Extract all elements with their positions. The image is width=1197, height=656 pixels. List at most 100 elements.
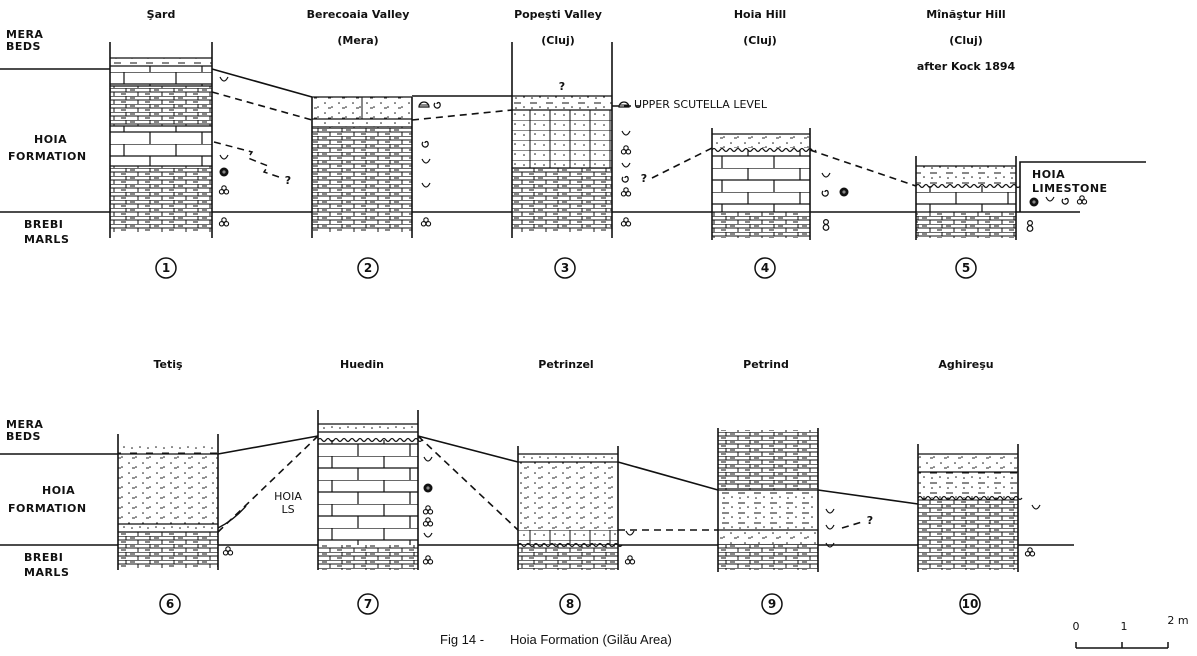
brebi-marls-label: MARLS <box>24 233 69 246</box>
foraminifera-icon <box>423 217 429 223</box>
brebi-marls-label: MARLS <box>24 566 69 579</box>
foraminifera-icon <box>225 546 231 552</box>
bivalve-icon <box>423 532 433 538</box>
gastropod-icon <box>821 189 829 197</box>
foraminifera-icon <box>627 555 633 561</box>
foraminifera-icon <box>425 221 432 227</box>
gastropod-icon <box>1026 225 1034 232</box>
foraminifera-icon <box>425 505 431 511</box>
lithology-marly-limestone <box>718 545 818 570</box>
section-number: 4 <box>761 261 769 275</box>
lithology-marly-limestone <box>312 127 412 232</box>
section-title: Berecoaia Valley <box>307 8 410 21</box>
section-number-circle <box>357 593 379 615</box>
unconformity <box>711 147 817 153</box>
section-number-circle <box>559 593 581 615</box>
bivalve-icon <box>625 530 635 536</box>
foraminifera-icon <box>1079 195 1085 201</box>
hoia-limestone-bracket <box>1019 161 1146 212</box>
bivalve-icon <box>219 154 229 160</box>
lithology-marl <box>916 166 1016 184</box>
section-number: 10 <box>962 597 979 611</box>
lithology-limestone <box>712 150 810 212</box>
section-title: Petrind <box>743 358 789 371</box>
foraminifera-icon <box>625 191 632 197</box>
mera-beds-correlation <box>217 435 319 455</box>
figure-caption-title: Hoia Formation (Gilău Area) <box>510 632 672 647</box>
hoia-correlation <box>417 435 519 531</box>
foraminifera-icon <box>625 221 632 227</box>
lithology-marly-limestone <box>118 532 218 568</box>
foraminifera-icon <box>227 550 234 556</box>
foraminifera-icon <box>425 555 431 561</box>
section-title: Petrinzel <box>538 358 593 371</box>
foraminifera-icon <box>623 145 629 151</box>
uncertain-mark: ? <box>641 172 647 185</box>
foraminifera-icon <box>629 559 636 565</box>
bivalve-icon <box>1031 504 1041 510</box>
section-title: Aghireşu <box>938 358 993 371</box>
echinoid-center-icon <box>1032 200 1036 204</box>
bivalve-icon <box>423 456 433 462</box>
foraminifera-icon <box>223 221 230 227</box>
lithology-marly-limestone <box>110 166 212 232</box>
section-title: (Cluj) <box>541 34 575 47</box>
section-title: Tetiş <box>153 358 183 371</box>
section-title: Popeşti Valley <box>514 8 602 21</box>
foraminifera-icon <box>425 517 431 523</box>
lithology-marly-limestone <box>512 168 612 232</box>
lithology-marl <box>918 472 1018 498</box>
section-number: 8 <box>566 597 574 611</box>
unconformity <box>915 183 1021 189</box>
section-number: 3 <box>561 261 569 275</box>
interfingering-line <box>213 141 283 179</box>
foraminifera-icon <box>1029 551 1036 557</box>
foraminifera-icon <box>427 521 434 527</box>
hoia-top-correlation <box>211 91 313 121</box>
hoia-formation-label: HOIA <box>42 484 75 497</box>
foraminifera-icon <box>625 149 632 155</box>
lithology-sand <box>118 454 218 524</box>
section-title: Hoia Hill <box>734 8 786 21</box>
hoia-correlation <box>217 435 319 533</box>
mera-beds-label: MERA <box>6 28 43 41</box>
section-title: (Cluj) <box>743 34 777 47</box>
mera-beds-label: BEDS <box>6 430 41 443</box>
lithology-marly-limestone <box>318 545 418 570</box>
section-number-circle <box>155 257 177 279</box>
foraminifera-icon <box>623 217 629 223</box>
lithology-limestone <box>110 126 212 166</box>
uncertain-mark: ? <box>867 514 873 527</box>
section-number-circle <box>554 257 576 279</box>
section-number-circle <box>754 257 776 279</box>
lithology-marl <box>718 490 818 530</box>
section-title: Huedin <box>340 358 384 371</box>
bivalve-icon <box>621 162 631 168</box>
gastropod-icon <box>1026 220 1033 227</box>
section-title: Şard <box>147 8 176 21</box>
bivalve-icon <box>825 508 835 514</box>
lithology-marly-limestone <box>518 545 618 570</box>
hoia-formation-label: FORMATION <box>8 502 87 515</box>
section-number: 5 <box>962 261 970 275</box>
hoia-formation-label: HOIA <box>34 133 67 146</box>
scale-label: 0 <box>1073 620 1080 633</box>
uncertain-mark: ? <box>559 80 565 93</box>
section-number-circle <box>955 257 977 279</box>
section-number-circle <box>761 593 783 615</box>
brebi-marls-label: BREBI <box>24 551 63 564</box>
lithology-sand <box>312 119 412 127</box>
foraminifera-icon <box>221 185 227 191</box>
lithology-limestone <box>110 66 212 86</box>
lithology-marl <box>318 424 418 432</box>
mera-beds-correlation <box>211 68 313 98</box>
echinoid-center-icon <box>426 486 430 490</box>
hoia-limestone-label: LIMESTONE <box>1032 182 1108 195</box>
bivalve-icon <box>421 158 431 164</box>
lithology-marly-limestone <box>712 212 810 238</box>
gastropod-icon <box>621 175 629 183</box>
mera-beds-label: BEDS <box>6 40 41 53</box>
section-number: 9 <box>768 597 776 611</box>
lithology-marl <box>512 96 612 110</box>
